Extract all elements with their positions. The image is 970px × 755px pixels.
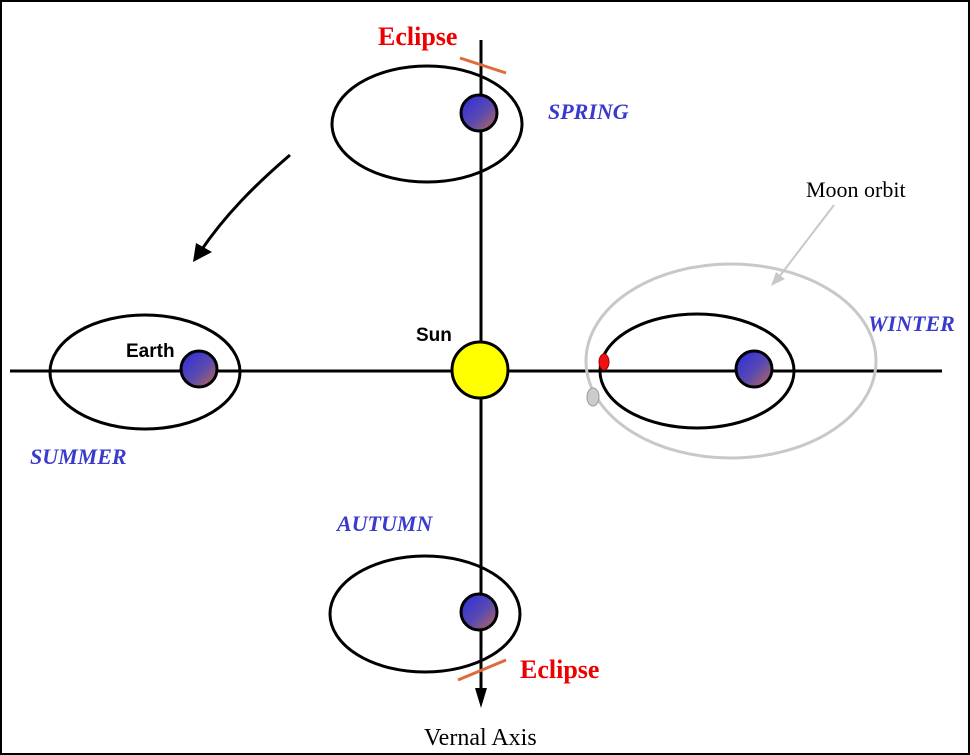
moon-orbit-ellipse xyxy=(584,262,878,460)
earth-label: Earth xyxy=(126,341,175,362)
vernal-axis-label: Vernal Axis xyxy=(424,725,537,751)
moon-red xyxy=(598,353,610,371)
moon-gray xyxy=(586,387,600,407)
season-label-spring: SPRING xyxy=(548,99,629,124)
eclipse-mark-top xyxy=(459,56,507,75)
moon-orbit-pointer xyxy=(778,204,835,278)
eclipse-mark-bottom xyxy=(457,658,507,682)
season-label-summer: SUMMER xyxy=(30,444,127,469)
winter-orbit xyxy=(598,312,796,430)
earth-winter xyxy=(734,349,774,389)
sun-label: Sun xyxy=(416,325,452,346)
spring-orbit xyxy=(330,64,524,184)
summer-orbit xyxy=(48,313,242,431)
vernal-axis-arrowhead xyxy=(475,688,487,708)
earth-autumn xyxy=(459,592,499,632)
orbit-direction-arrow xyxy=(198,153,291,253)
season-label-autumn: AUTUMN xyxy=(335,511,433,536)
eclipse-label-bottom: Eclipse xyxy=(520,655,599,684)
autumn-orbit xyxy=(328,554,522,674)
earth-summer xyxy=(179,349,219,389)
eclipse-label-top: Eclipse xyxy=(378,22,457,51)
moon-orbit-label: Moon orbit xyxy=(806,177,906,202)
sun xyxy=(450,340,510,400)
moon-orbit-pointer-head xyxy=(771,272,785,286)
earth-spring xyxy=(459,93,499,133)
orbit-direction-arrowhead xyxy=(193,243,212,262)
season-label-winter: WINTER xyxy=(868,311,955,336)
